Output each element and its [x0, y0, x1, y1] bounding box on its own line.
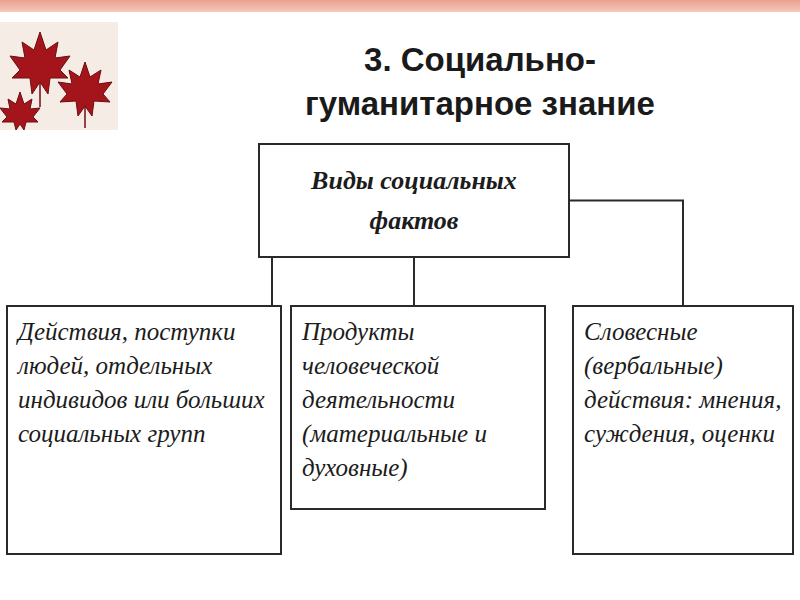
top-band: [0, 0, 800, 12]
fact-type-box: Действия, поступки людей, отдельных инди…: [6, 305, 282, 555]
connector-line: [570, 201, 683, 306]
box-text: Продукты человеческой деятельности (мате…: [302, 315, 534, 485]
connector-line: [271, 258, 273, 305]
fact-type-box: Словесные (вербальные) действия: мнения,…: [572, 305, 794, 555]
box-text: Действия, поступки людей, отдельных инди…: [18, 315, 270, 451]
fact-type-box: Продукты человеческой деятельности (мате…: [290, 305, 546, 510]
category-box: Виды социальных фактов: [258, 143, 570, 258]
slide-title: 3. Социально-гуманитарное знание: [270, 38, 690, 126]
box-text: Виды социальных фактов: [276, 161, 552, 241]
maple-leaves: [0, 22, 118, 130]
connector-line: [413, 258, 415, 305]
box-text: Словесные (вербальные) действия: мнения,…: [584, 315, 782, 451]
